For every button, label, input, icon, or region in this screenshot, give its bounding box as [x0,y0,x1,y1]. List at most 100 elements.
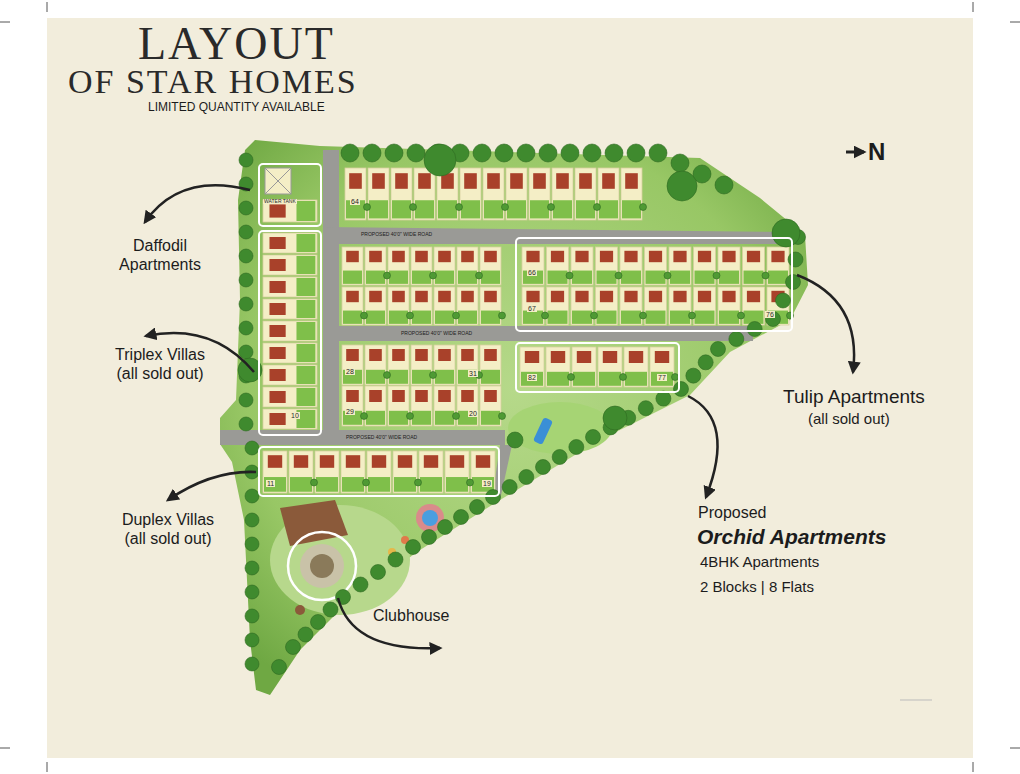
tree [715,176,733,194]
tree [407,312,414,319]
tree [476,272,483,279]
plot [694,287,716,325]
tree [640,312,647,319]
plot [480,247,501,285]
plot [743,247,765,285]
plot [669,287,691,325]
plot [483,168,504,220]
plot [471,451,495,493]
tree [467,479,474,486]
tree [245,561,259,575]
tree [438,520,453,535]
plot [411,345,432,385]
plot [547,247,569,285]
plot [367,451,391,493]
plot [365,247,386,285]
tree [542,312,549,319]
plot [460,168,481,220]
tree [341,144,359,162]
paper [47,18,973,758]
tree [603,406,627,430]
callout-label: Triplex Villas (all sold out) [106,345,214,383]
plot [572,347,596,387]
plot [620,287,642,325]
tree [407,144,425,162]
plot [419,451,443,493]
plot-number: 28 [345,368,355,375]
tree [605,144,623,162]
plot [263,451,287,493]
plot [457,386,478,426]
tree [245,633,259,647]
plot-number: 77 [657,374,667,381]
plot [391,168,412,220]
tree [615,272,622,279]
tree [766,312,781,327]
tree [298,627,313,642]
plot [342,247,363,285]
plot-group-box: 1119 [258,446,500,497]
tree [415,479,422,486]
status-note: (all sold out) [808,410,890,428]
plot-group-box: WATER TANK [258,163,322,227]
tree [502,204,509,211]
plot [263,387,317,407]
tree [591,312,598,319]
tree [385,144,403,162]
tree [649,144,667,162]
tree [776,293,791,308]
site-ground [220,140,808,695]
plot [411,247,432,285]
plot [624,347,648,387]
roads [220,150,800,500]
north-arrow [846,151,864,154]
plot [393,451,417,493]
tree [568,374,575,381]
tree [671,154,689,172]
tree [569,440,584,455]
plot [645,247,667,285]
plot [388,345,409,385]
tree [245,585,259,599]
callout-label: Daffodil Apartments [105,236,215,274]
plot [598,168,619,220]
tree [473,144,491,162]
tree [627,144,645,162]
tree [245,657,259,671]
unit-note: 4BHK Apartments [700,553,819,571]
plot [388,386,409,426]
tree [667,171,697,201]
tree [361,312,368,319]
plot [529,168,550,220]
unit-note: 2 Blocks | 8 Flats [700,578,814,596]
plot [411,287,432,325]
tagline: LIMITED QUANTITY AVAILABLE [148,100,325,114]
plot [596,247,618,285]
tree [311,615,326,630]
plot [650,347,674,387]
plot [263,299,317,319]
tree [245,441,259,455]
tree [239,321,253,335]
tree [422,530,437,545]
plot [365,287,386,325]
plot [263,277,317,297]
tree [453,312,460,319]
tree [586,430,601,445]
plot [315,451,339,493]
callout-label: Tulip Apartments [783,386,925,409]
tree [499,413,506,420]
plot [571,247,593,285]
plot [743,287,765,325]
plot [388,287,409,325]
garden [508,402,612,454]
plot [263,233,317,253]
tree [539,144,557,162]
plot [434,386,455,426]
callout-label: Orchid Apartments [697,524,886,549]
plot [457,247,478,285]
plot [263,321,317,341]
plot [480,345,501,385]
tree [453,413,460,420]
plot-group-box: 8277 [515,342,680,393]
